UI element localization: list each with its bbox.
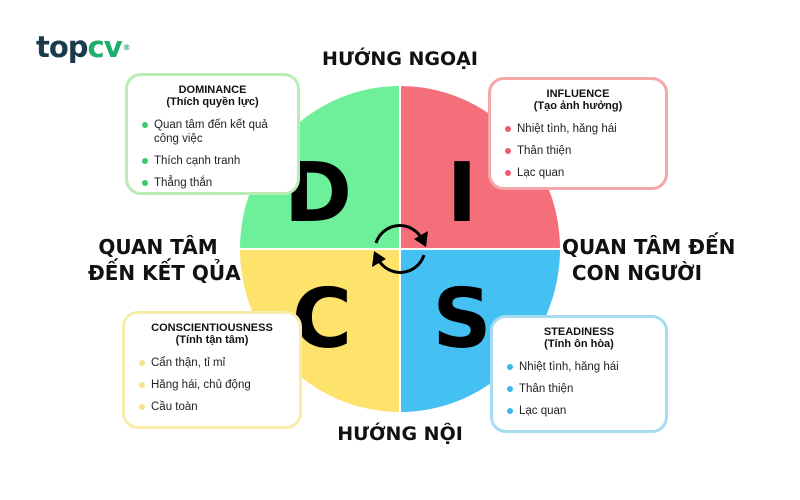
- list-item: Thân thiện: [503, 144, 653, 158]
- bullet-dot: [505, 148, 511, 154]
- trait-text: Cẩn thận, tỉ mỉ: [151, 357, 226, 369]
- axis-label-extrovert: HƯỚNG NGOẠI: [322, 48, 478, 70]
- cycle-arrows-icon: [372, 224, 428, 274]
- letter-i: I: [447, 146, 478, 241]
- steadiness-trait-list: Nhiệt tình, hăng hái Thân thiện Lạc quan: [505, 360, 653, 418]
- trait-text: Quan tâm đến kết quả công việc: [154, 119, 268, 145]
- conscientiousness-subtitle: (Tính tận tâm): [175, 334, 249, 346]
- trait-text: Lạc quan: [519, 405, 567, 417]
- dominance-subtitle: (Thích quyền lực): [166, 96, 259, 108]
- axis-label-results: QUAN TÂM ĐẾN KẾT QỦA: [88, 234, 241, 286]
- influence-trait-list: Nhiệt tình, hăng hái Thân thiện Lạc quan: [503, 122, 653, 180]
- axis-label-people: QUAN TÂM ĐẾN CON NGƯỜI: [562, 234, 736, 286]
- influence-subtitle: (Tạo ảnh hưởng): [533, 100, 623, 112]
- bullet-dot: [507, 386, 513, 392]
- bullet-dot: [505, 170, 511, 176]
- bullet-dot: [142, 180, 148, 186]
- list-item: Nhiệt tình, hăng hái: [505, 360, 653, 374]
- logo-text-cv: cv: [87, 30, 123, 64]
- list-item: Quan tâm đến kết quả công việc: [140, 118, 285, 146]
- bullet-dot: [507, 408, 513, 414]
- list-item: Lạc quan: [503, 166, 653, 180]
- axis-label-results-line1: QUAN TÂM: [98, 235, 218, 259]
- axis-label-people-line1: QUAN TÂM ĐẾN: [562, 235, 736, 259]
- dominance-trait-list: Quan tâm đến kết quả công việc Thích cạn…: [140, 118, 285, 190]
- trait-text: Thân thiện: [519, 383, 574, 395]
- influence-title: INFLUENCE: [546, 88, 610, 100]
- quadrant-s: [400, 249, 560, 412]
- dominance-card: DOMINANCE (Thích quyền lực) Quan tâm đến…: [125, 73, 300, 195]
- quadrant-d: [240, 86, 400, 249]
- conscientiousness-title: CONSCIENTIOUSNESS: [151, 322, 273, 334]
- trait-text: Thẳng thắn: [154, 177, 213, 189]
- list-item: Cẩn thận, tỉ mỉ: [137, 356, 287, 370]
- quadrant-c: [240, 249, 400, 412]
- axis-label-people-line2: CON NGƯỜI: [571, 261, 703, 285]
- logo-text-top: top: [36, 30, 89, 64]
- trait-text: Thích cạnh tranh: [154, 155, 241, 167]
- letter-s: S: [432, 272, 491, 367]
- dominance-title: DOMINANCE: [178, 84, 247, 96]
- bullet-dot: [142, 158, 148, 164]
- axis-label-introvert: HƯỚNG NỘI: [337, 423, 463, 445]
- quadrant-i: [400, 86, 560, 249]
- trait-text: Thân thiện: [517, 145, 572, 157]
- list-item: Nhiệt tình, hăng hái: [503, 122, 653, 136]
- steadiness-title: STEADINESS: [543, 326, 615, 338]
- list-item: Thẳng thắn: [140, 176, 285, 190]
- bullet-dot: [139, 360, 145, 366]
- trait-text: Lạc quan: [517, 167, 565, 179]
- list-item: Thích cạnh tranh: [140, 154, 285, 168]
- steadiness-subtitle: (Tính ôn hòa): [544, 338, 614, 350]
- conscientiousness-trait-list: Cẩn thận, tỉ mỉ Hăng hái, chủ động Cầu t…: [137, 356, 287, 414]
- trait-text: Nhiệt tình, hăng hái: [517, 123, 617, 135]
- steadiness-card: STEADINESS (Tính ôn hòa) Nhiệt tình, hăn…: [490, 315, 668, 433]
- axis-label-results-line2: ĐẾN KẾT QỦA: [88, 261, 241, 285]
- trait-text: Cầu toàn: [151, 401, 198, 413]
- influence-card: INFLUENCE (Tạo ảnh hưởng) Nhiệt tình, hă…: [488, 77, 668, 190]
- bullet-dot: [139, 382, 145, 388]
- list-item: Lạc quan: [505, 404, 653, 418]
- bullet-dot: [139, 404, 145, 410]
- conscientiousness-card: CONSCIENTIOUSNESS (Tính tận tâm) Cẩn thậ…: [122, 311, 302, 429]
- trait-text: Nhiệt tình, hăng hái: [519, 361, 619, 373]
- bullet-dot: [505, 126, 511, 132]
- disc-wheel: D I C S: [240, 86, 560, 412]
- trait-text: Hăng hái, chủ động: [151, 379, 251, 391]
- bullet-dot: [507, 364, 513, 370]
- logo-registered-mark: ®: [122, 42, 131, 52]
- list-item: Thân thiện: [505, 382, 653, 396]
- list-item: Hăng hái, chủ động: [137, 378, 287, 392]
- bullet-dot: [142, 122, 148, 128]
- list-item: Cầu toàn: [137, 400, 287, 414]
